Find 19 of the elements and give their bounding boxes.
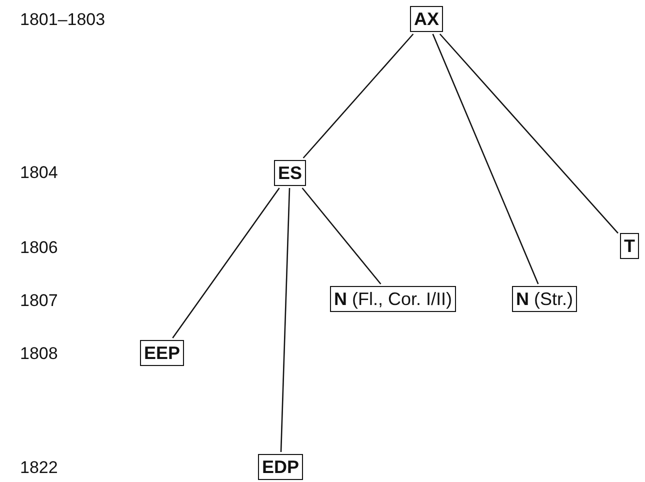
node-box: N (Fl., Cor. I/II) xyxy=(330,286,456,312)
node-box: T xyxy=(620,233,639,259)
year-label: 1822 xyxy=(20,458,58,478)
year-label: 1804 xyxy=(20,163,58,183)
connector-line xyxy=(432,34,539,284)
year-label: 1808 xyxy=(20,344,58,364)
node-box: N (Str.) xyxy=(512,286,577,312)
node-box: EEP xyxy=(140,340,184,366)
year-label: 1801–1803 xyxy=(20,10,106,30)
connector-line xyxy=(439,34,618,234)
node-box: AX xyxy=(410,6,444,32)
connector-line xyxy=(280,188,290,452)
year-label: 1807 xyxy=(20,291,58,311)
connector-line xyxy=(302,34,414,158)
year-label: 1806 xyxy=(20,238,58,258)
node-box: ES xyxy=(274,160,306,186)
connector-line xyxy=(302,188,382,284)
node-box: EDP xyxy=(258,454,304,480)
connector-line xyxy=(172,188,280,338)
